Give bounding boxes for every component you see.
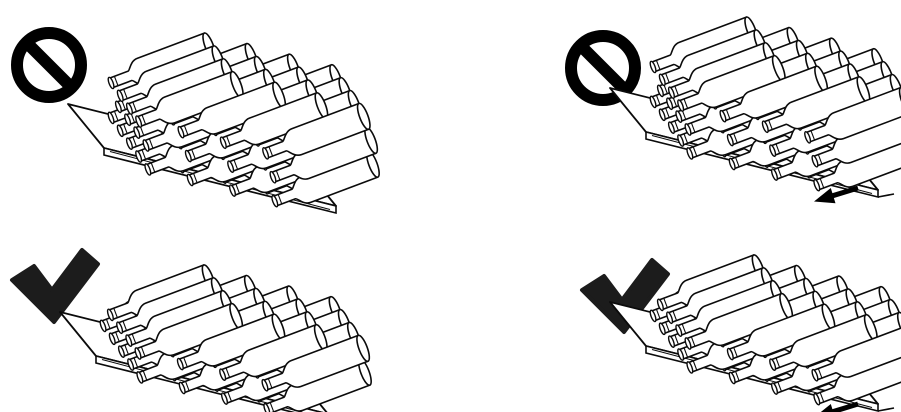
- panel-bottom-left: [0, 206, 450, 412]
- checkmark-icon: [12, 250, 98, 322]
- prohibited-icon: [17, 33, 81, 97]
- wine-shelf: [68, 32, 382, 215]
- panel-bottom-right-svg: [450, 206, 901, 412]
- wine-shelf: [60, 264, 374, 412]
- panel-top-left: [0, 0, 450, 206]
- panel-bottom-left-svg: [0, 206, 450, 412]
- panel-top-left-svg: [0, 0, 450, 206]
- panel-bottom-right: [450, 206, 901, 412]
- panel-top-right-svg: [450, 0, 901, 206]
- wine-shelf: [610, 16, 901, 199]
- prohibited-icon: [571, 36, 635, 100]
- panel-top-right: [450, 0, 901, 206]
